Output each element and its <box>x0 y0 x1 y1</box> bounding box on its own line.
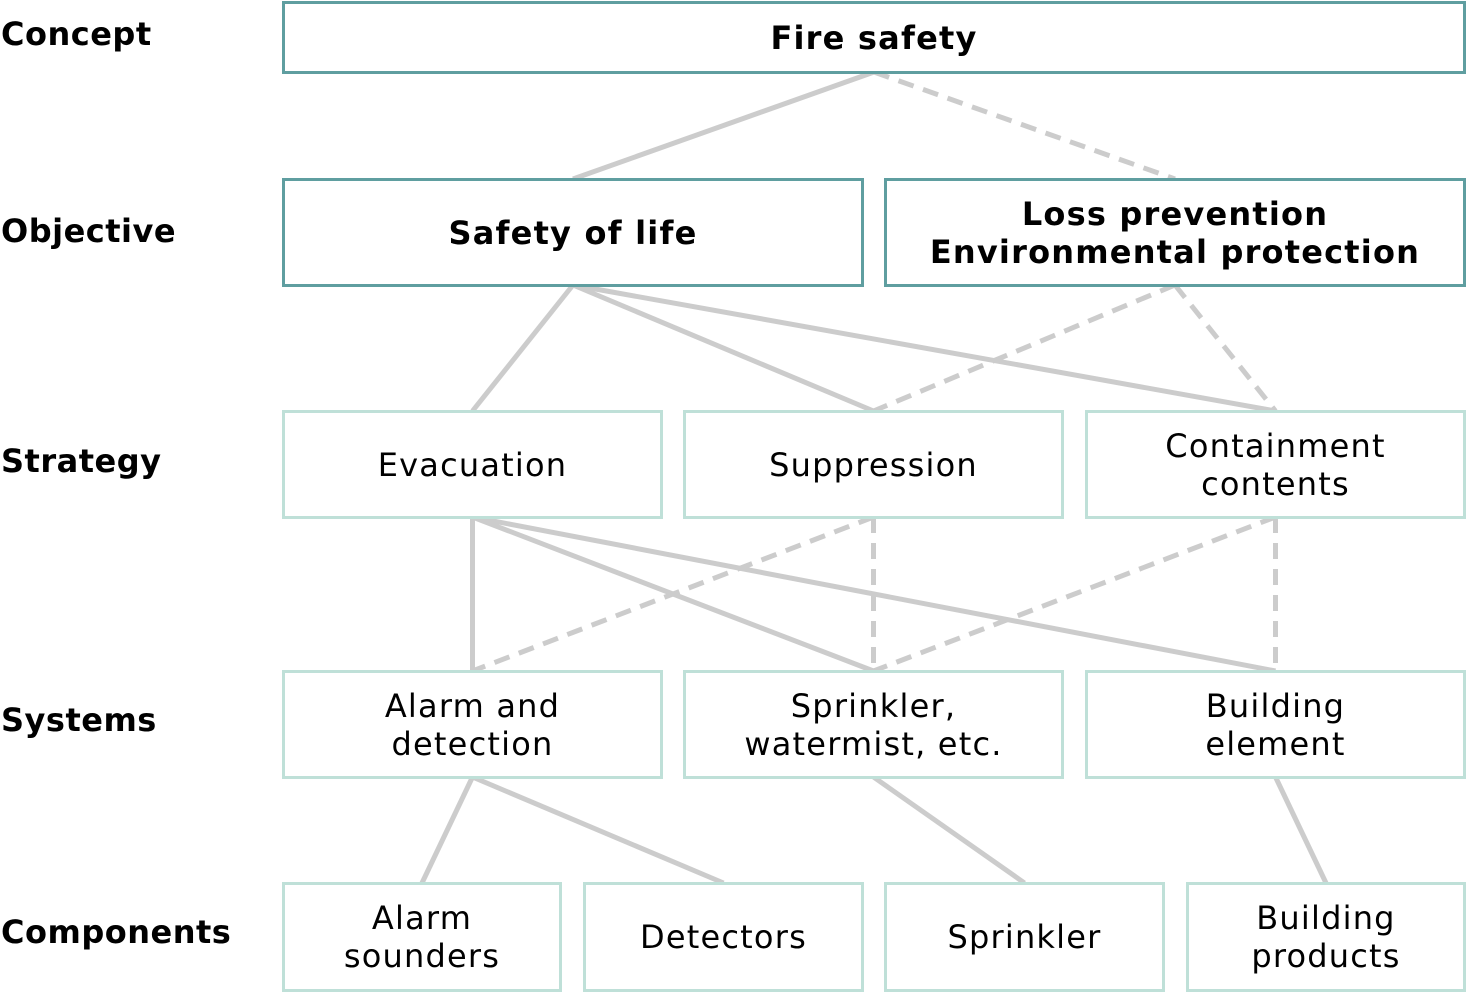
connector-fire_safety-to-loss_prevention <box>873 69 1176 182</box>
node-building-products-line-2: products <box>1251 937 1401 975</box>
level-label-strategy: Strategy <box>1 442 162 480</box>
connector-safety_of_life-to-suppression <box>572 282 875 414</box>
node-alarm-sounders-line-1: Alarm <box>371 899 473 937</box>
node-alarm-sounders-line-2: sounders <box>343 937 501 975</box>
node-sprinkler-component: Sprinkler <box>884 882 1165 992</box>
level-label-objective: Objective <box>1 212 177 250</box>
node-loss-prevention-line-1: Loss prevention <box>1021 194 1329 233</box>
node-alarm-detection-line-2: detection <box>391 724 554 763</box>
node-sprinkler-system-line-2: watermist, etc. <box>744 724 1003 763</box>
level-label-systems: Systems <box>1 701 157 739</box>
node-building-products: Building products <box>1186 882 1466 992</box>
level-label-components: Components <box>1 913 232 951</box>
node-safety-of-life: Safety of life <box>282 178 864 287</box>
node-sprinkler-system-line-1: Sprinkler, <box>790 686 957 725</box>
connector-suppression-to-alarm_detection <box>471 514 875 674</box>
node-containment: Containment contents <box>1085 410 1466 519</box>
node-suppression-line-1: Suppression <box>769 445 978 484</box>
connector-safety_of_life-to-containment <box>572 282 1276 414</box>
connector-safety_of_life-to-evacuation <box>470 283 575 413</box>
node-loss-prevention: Loss prevention Environmental protection <box>884 178 1466 287</box>
node-building-element-line-1: Building <box>1205 686 1346 725</box>
node-building-element: Building element <box>1085 670 1466 779</box>
node-fire-safety: Fire safety <box>282 1 1466 74</box>
node-building-element-line-2: element <box>1205 724 1346 763</box>
node-sprinkler-system: Sprinkler, watermist, etc. <box>683 670 1064 779</box>
connector-building_element-to-building_products <box>1273 775 1329 885</box>
node-evacuation: Evacuation <box>282 410 663 519</box>
node-fire-safety-line-1: Fire safety <box>770 18 978 57</box>
node-sprinkler-component-line-1: Sprinkler <box>947 918 1102 956</box>
node-alarm-sounders: Alarm sounders <box>282 882 562 992</box>
node-alarm-detection: Alarm and detection <box>282 670 663 779</box>
node-detectors-line-1: Detectors <box>640 918 807 956</box>
connector-sprinkler_system-to-sprinkler_component <box>872 774 1026 886</box>
node-loss-prevention-line-2: Environmental protection <box>929 232 1421 271</box>
connector-alarm_detection-to-detectors <box>471 774 725 886</box>
connector-fire_safety-to-safety_of_life <box>572 69 875 182</box>
node-building-products-line-1: Building <box>1256 899 1396 937</box>
connector-alarm_detection-to-alarm_sounders <box>419 775 475 885</box>
connector-loss_prevention-to-suppression <box>872 282 1176 414</box>
connector-evacuation-to-building_element <box>472 514 1276 674</box>
node-alarm-detection-line-1: Alarm and <box>384 686 561 725</box>
level-label-concept: Concept <box>1 15 152 53</box>
node-suppression: Suppression <box>683 410 1064 519</box>
node-evacuation-line-1: Evacuation <box>377 445 568 484</box>
connector-loss_prevention-to-containment <box>1173 283 1278 413</box>
node-containment-line-2: contents <box>1201 464 1350 503</box>
connector-containment-to-sprinkler_system <box>872 514 1277 674</box>
node-containment-line-1: Containment <box>1165 426 1386 465</box>
node-safety-of-life-line-1: Safety of life <box>448 213 698 252</box>
node-detectors: Detectors <box>583 882 864 992</box>
